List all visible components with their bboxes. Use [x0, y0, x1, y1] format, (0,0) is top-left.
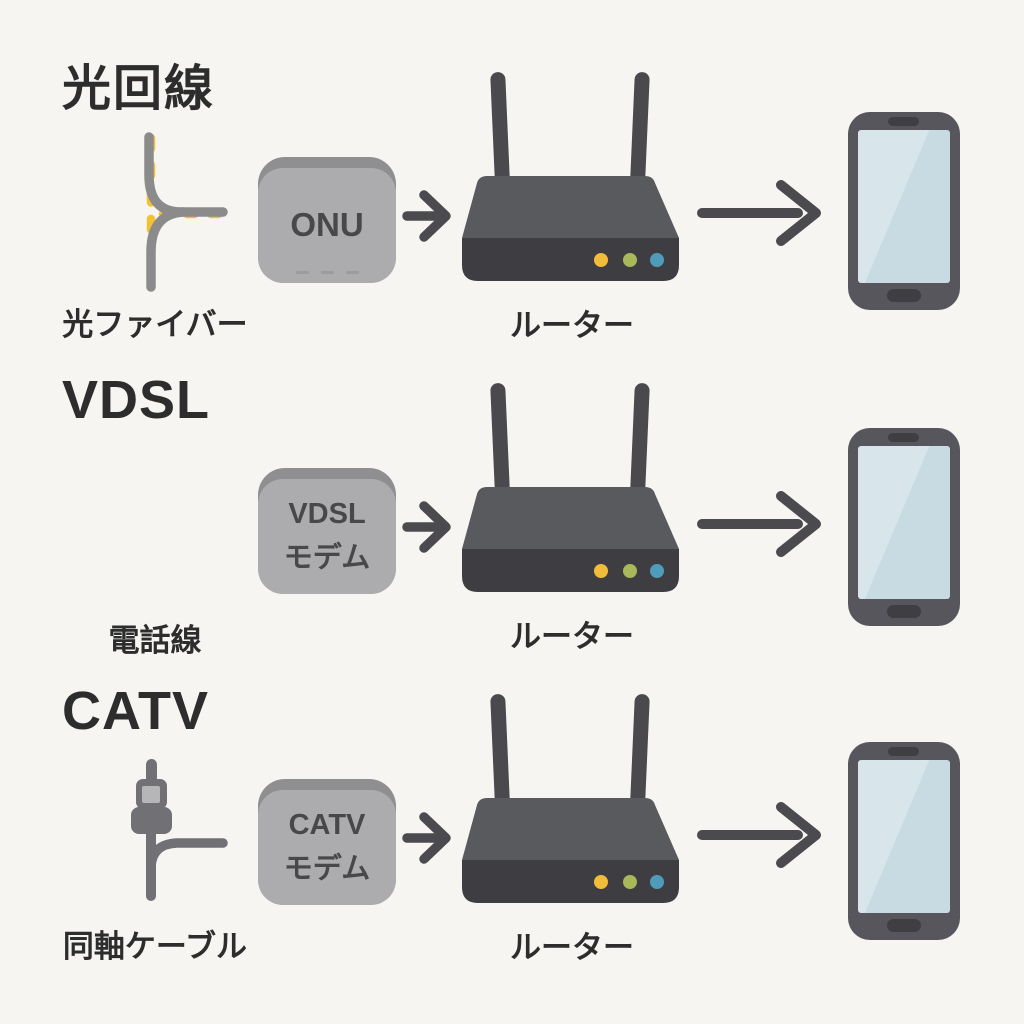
smartphone-icon — [848, 742, 960, 940]
router-body-top — [462, 176, 679, 238]
arrow-right-long-icon — [697, 491, 821, 557]
phone-home-button — [887, 605, 921, 618]
router-icon — [462, 694, 679, 903]
router-led-yellow — [594, 253, 608, 267]
router-antenna-left — [490, 72, 510, 184]
router-label: ルーター — [510, 308, 634, 343]
section-title: 光回線 — [62, 62, 216, 116]
source-cable-label: 電話線 — [108, 623, 202, 658]
source-cable-label: 光ファイバー — [62, 307, 248, 342]
router-body-base — [462, 860, 679, 903]
coax-connector-tip — [146, 759, 157, 783]
router-led-yellow — [594, 564, 608, 578]
router-label: ルーター — [510, 930, 634, 965]
vdsl-modem-label-line2: モデム — [283, 541, 371, 574]
section-catv: CATV 同軸ケーブル CATV モデム — [0, 622, 1024, 965]
phone-screen — [858, 760, 950, 913]
phone-screen — [858, 446, 950, 599]
arrow-right-icon — [402, 812, 451, 864]
router-antenna-left — [490, 383, 510, 495]
router-antenna-left — [490, 694, 510, 806]
section-fiber-line: 光回線 光ファイバー ONU ルーター — [0, 0, 1024, 343]
router-body-top — [462, 487, 679, 549]
modem-port-lights — [258, 271, 396, 274]
phone-speaker — [888, 433, 919, 442]
smartphone-icon — [848, 428, 960, 626]
phone-home-button — [887, 919, 921, 932]
coaxial-cable-icon — [131, 759, 228, 901]
coax-connector-body — [131, 807, 172, 834]
router-icon — [462, 383, 679, 592]
phone-screen — [858, 130, 950, 283]
catv-modem-box-face: CATV モデム — [258, 790, 396, 905]
coax-connector-window — [142, 786, 160, 803]
arrow-right-long-icon — [697, 180, 821, 246]
catv-modem-label-line1: CATV — [288, 809, 366, 841]
router-led-green — [623, 564, 637, 578]
router-antenna-right — [630, 383, 650, 496]
onu-box-face: ONU — [258, 168, 396, 283]
smartphone-icon — [848, 112, 960, 310]
router-led-blue — [650, 564, 664, 578]
source-cable-label: 同軸ケーブル — [62, 929, 248, 964]
onu-box-label: ONU — [290, 206, 364, 244]
router-label: ルーター — [510, 619, 634, 654]
vdsl-modem-box-face: VDSL モデム — [258, 479, 396, 594]
router-icon — [462, 72, 679, 281]
onu-box: ONU — [258, 157, 396, 283]
router-body-base — [462, 549, 679, 592]
section-title: VDSL — [62, 370, 211, 430]
section-title: CATV — [62, 681, 209, 741]
section-vdsl: VDSL 電話線 VDSL モデム ルーター — [0, 132, 1024, 658]
coax-cable-branch — [146, 838, 228, 872]
arrow-right-icon — [402, 190, 451, 242]
router-antenna-right — [630, 72, 650, 185]
router-led-green — [623, 875, 637, 889]
router-body-top — [462, 798, 679, 860]
arrow-right-icon — [402, 501, 451, 553]
phone-speaker — [888, 747, 919, 756]
phone-home-button — [887, 289, 921, 302]
catv-modem-box: CATV モデム — [258, 779, 396, 905]
router-led-blue — [650, 253, 664, 267]
catv-modem-label-line2: モデム — [283, 852, 371, 885]
router-body-base — [462, 238, 679, 281]
router-led-green — [623, 253, 637, 267]
telephone-line-icon — [144, 132, 228, 292]
vdsl-modem-box: VDSL モデム — [258, 468, 396, 594]
phone-speaker — [888, 117, 919, 126]
router-antenna-right — [630, 694, 650, 807]
vdsl-modem-label-line1: VDSL — [288, 498, 366, 530]
router-led-blue — [650, 875, 664, 889]
arrow-right-long-icon — [697, 802, 821, 868]
router-led-yellow — [594, 875, 608, 889]
